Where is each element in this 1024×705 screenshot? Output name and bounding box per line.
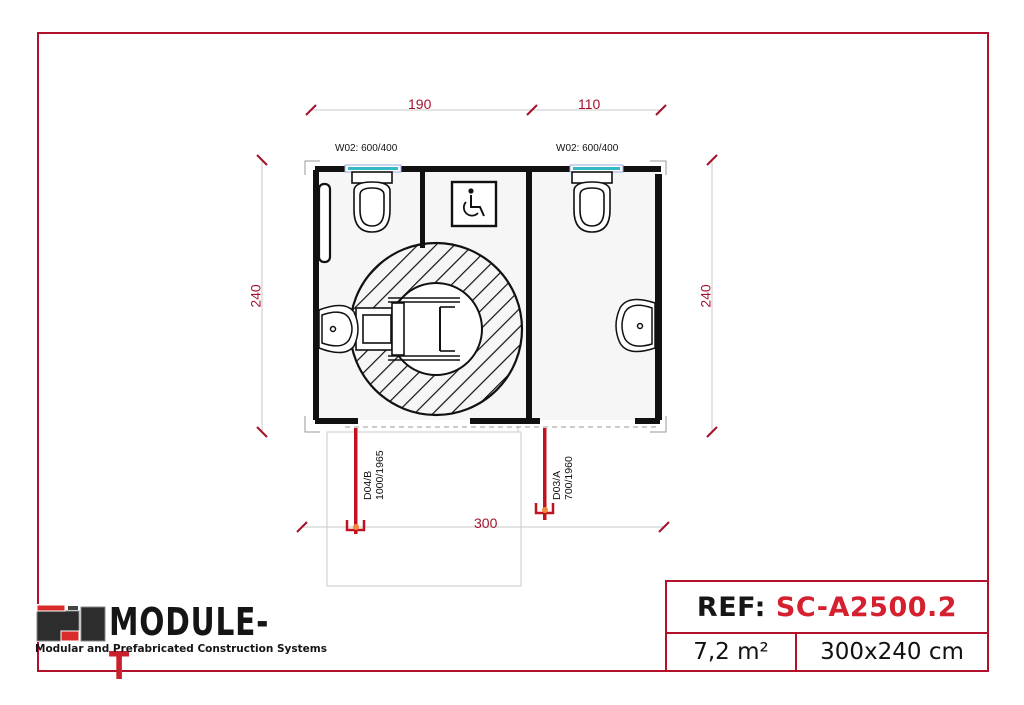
title-block: REF: SC-A2500.2 7,2 m² 300x240 cm — [665, 580, 989, 672]
walls — [313, 166, 662, 424]
door-label-d03: D03/A 700/1960 — [551, 456, 575, 500]
grab-bar-icon — [317, 182, 332, 264]
door-code: D03/A — [551, 470, 563, 500]
window-label-left: W02: 600/400 — [335, 143, 398, 154]
door-marker-d04 — [345, 428, 366, 534]
door-label-d04: D04/B 1000/1965 — [362, 450, 386, 500]
logo-wordmark: MODULE-T — [109, 600, 265, 688]
door-code: D04/B — [362, 470, 374, 500]
toilet-icon-right — [571, 171, 613, 233]
window-left — [344, 164, 402, 173]
door-size: 1000/1965 — [374, 450, 386, 500]
dimension-right-height: 240 — [697, 284, 714, 308]
reference-value: SC-A2500.2 — [775, 591, 958, 623]
dimension-bottom-width: 300 — [474, 515, 498, 531]
door-marker-d03 — [534, 428, 555, 520]
drawing-frame-right — [987, 32, 989, 582]
logo-tagline: Modular and Prefabricated Construction S… — [35, 643, 327, 655]
washbasin-icon-right — [615, 298, 656, 353]
window-label-right: W02: 600/400 — [556, 143, 619, 154]
door-size: 700/1960 — [563, 456, 575, 500]
reference-row: REF: SC-A2500.2 — [667, 582, 987, 634]
window-right — [569, 164, 624, 173]
dimension-lines — [261, 109, 713, 587]
area-value: 7,2 m² — [667, 634, 797, 670]
washbasin-icon-left — [318, 304, 359, 354]
logo-mark-icon — [36, 604, 106, 642]
wheelchair-turning-circle — [348, 241, 524, 417]
drawing-frame — [37, 32, 989, 672]
company-logo: MODULE-T Modular and Prefabricated Const… — [35, 600, 335, 688]
specs-row: 7,2 m² 300x240 cm — [667, 634, 987, 670]
dimension-top-left: 190 — [408, 96, 432, 112]
dimension-top-right: 110 — [578, 96, 601, 112]
wheelchair-accessibility-sign-icon — [450, 180, 498, 228]
wheelchair-icon — [355, 297, 460, 361]
toilet-icon-left — [351, 171, 393, 233]
dimension-ticks — [256, 104, 718, 533]
size-value: 300x240 cm — [820, 639, 964, 665]
dimension-left-height: 240 — [247, 284, 264, 308]
reference-label: REF: — [696, 591, 766, 623]
